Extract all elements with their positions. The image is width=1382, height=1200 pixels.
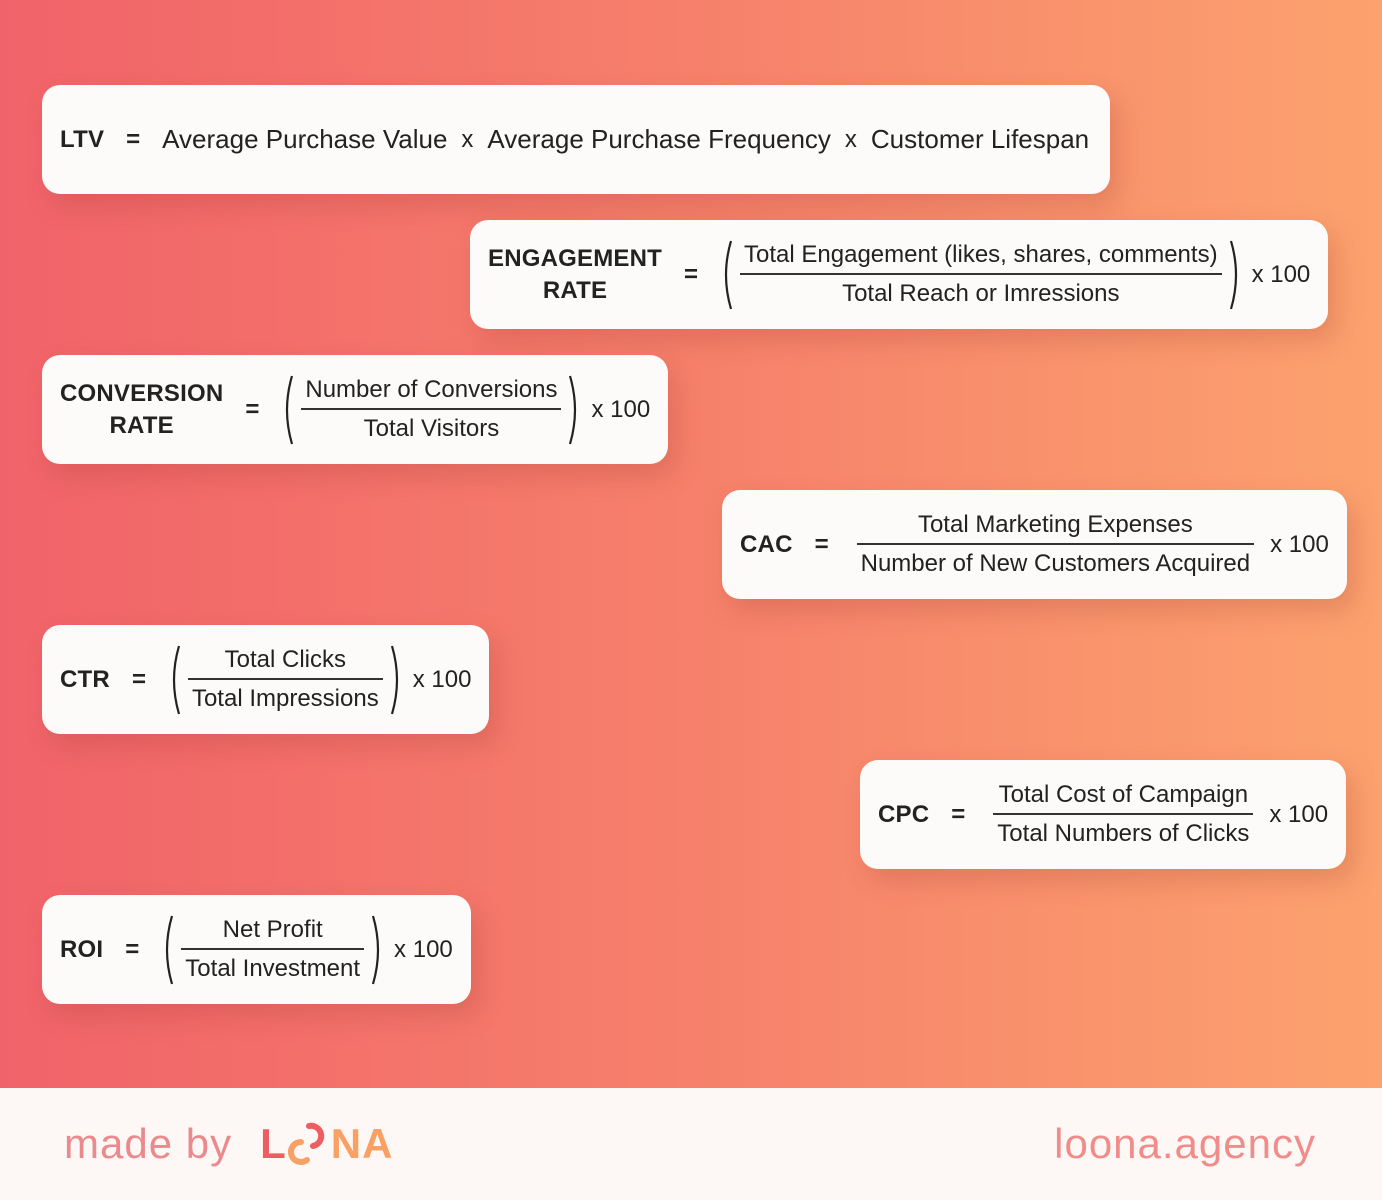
formula-label-line: RATE <box>542 276 608 304</box>
left-parenthesis-icon <box>172 645 181 714</box>
fraction-bar <box>856 543 1255 545</box>
multiplier: x 100 <box>412 665 472 693</box>
logo-letter-l: L <box>260 1120 287 1167</box>
formula-label: ROI <box>60 934 103 966</box>
multiplier: x 100 <box>1270 530 1329 558</box>
made-by-text: made by <box>64 1120 233 1167</box>
equals-sign: = <box>131 665 146 693</box>
formula-label-line: ROI <box>60 935 104 963</box>
formula-card-ltv: LTV = Average Purchase Value x Average Purch… <box>42 85 1110 194</box>
equals-sign: = <box>125 935 140 963</box>
formula-label: CTR <box>60 664 110 696</box>
numerator: Total Marketing Expenses <box>917 511 1193 538</box>
formula-label-line: CPC <box>878 800 930 828</box>
multiplier: x 100 <box>1251 260 1311 288</box>
left-parenthesis-icon <box>724 240 733 309</box>
numerator: Total Engagement (likes, shares, comment… <box>744 241 1218 268</box>
fraction-bar <box>993 813 1254 815</box>
denominator: Total Reach or Imressions <box>842 280 1120 307</box>
logo-oo-icon <box>287 1122 324 1165</box>
formula-label: CONVERSION RATE <box>60 378 223 442</box>
fraction: Total Engagement (likes, shares, comment… <box>740 238 1222 311</box>
formula-term: Average Purchase Value <box>162 124 448 154</box>
fraction-bar <box>181 948 365 950</box>
right-parenthesis-icon <box>371 915 380 984</box>
denominator: Total Investment <box>185 955 361 982</box>
formula-label: CPC <box>878 799 929 831</box>
right-parenthesis-icon <box>1229 240 1237 309</box>
multiplier: x 100 <box>591 395 651 423</box>
right-parenthesis-icon <box>390 645 398 714</box>
numerator: Total Clicks <box>224 646 346 673</box>
equals-sign: = <box>684 260 699 288</box>
multiplier: x 100 <box>1269 800 1329 828</box>
left-parenthesis-icon <box>286 375 294 444</box>
denominator: Total Visitors <box>363 415 500 442</box>
left-parenthesis-icon <box>166 915 174 984</box>
logo-letters-na: NA <box>330 1120 394 1167</box>
loona-logo: L NA <box>260 1120 393 1168</box>
formula-label-line: CAC <box>740 530 793 558</box>
formula-term: Average Purchase Frequency <box>487 124 831 154</box>
numerator: Net Profit <box>222 916 323 943</box>
formula-label-line: CTR <box>60 665 110 693</box>
multiplier: x 100 <box>394 935 453 963</box>
denominator: Total Numbers of Clicks <box>997 820 1250 847</box>
fraction-bar <box>301 408 562 410</box>
formula-label: LTV <box>60 124 104 156</box>
numerator: Number of Conversions <box>305 376 558 403</box>
equals-sign: = <box>126 125 141 153</box>
multiply-sign: x <box>844 125 857 153</box>
formula-label-line: CONVERSION <box>60 379 224 407</box>
formula-card-engagement-rate: ENGAGEMENT RATE = Total Engagement (likes, … <box>470 220 1329 329</box>
formula-label-line: LTV <box>60 125 105 153</box>
multiply-sign: x <box>461 125 474 153</box>
denominator: Total Impressions <box>191 685 379 712</box>
equals-sign: = <box>814 530 829 558</box>
fraction-bar <box>740 273 1222 275</box>
formula-label: CAC <box>740 529 793 561</box>
formula-term: Customer Lifespan <box>870 124 1090 154</box>
fraction-bar <box>187 678 383 680</box>
denominator: Number of New Customers Acquired <box>860 550 1251 577</box>
formula-label: ENGAGEMENT RATE <box>488 243 662 307</box>
footer-credit: made by L NA <box>64 1120 393 1168</box>
numerator: Total Cost of Campaign <box>998 781 1249 808</box>
formula-label-line: RATE <box>109 411 174 439</box>
equals-sign: = <box>245 395 260 423</box>
formula-label-line: ENGAGEMENT <box>488 244 663 272</box>
website-text: loona.agency <box>1054 1120 1316 1167</box>
right-parenthesis-icon <box>569 375 577 444</box>
equals-sign: = <box>951 800 966 828</box>
